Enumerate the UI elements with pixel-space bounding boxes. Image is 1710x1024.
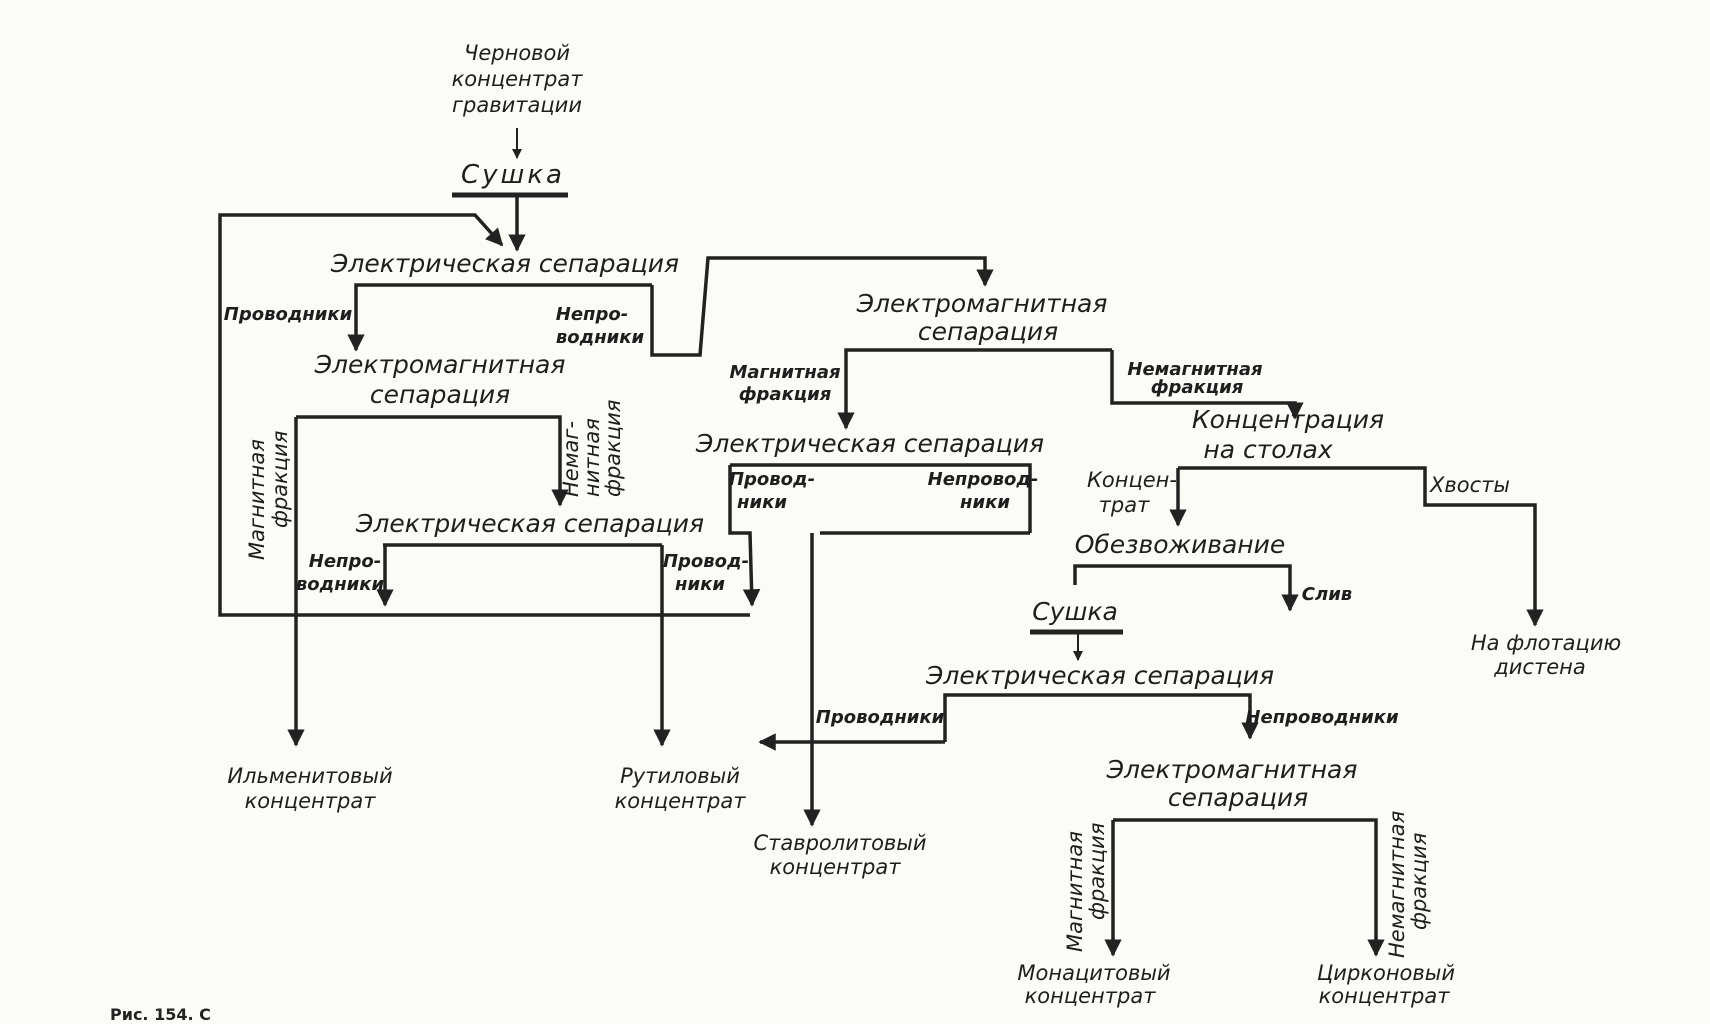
input-label-line3: гравитации (452, 93, 582, 117)
overflow-label: Слив (1302, 584, 1352, 605)
conductors4-label: Проводники (816, 707, 945, 728)
staurolite-line2: концентрат (770, 855, 902, 879)
nonconductors3-line2: ники (960, 492, 1010, 513)
nonmagfrac3-line2: фракция (1407, 833, 1431, 930)
dewatering-label: Обезвоживание (1075, 530, 1286, 559)
table-conc-line2: трат (1099, 493, 1150, 517)
nonconductors2-line2: водники (296, 574, 385, 595)
flow-elsep3-conductors (728, 465, 761, 607)
nonmagfrac2-line1: Немагнитная (1127, 359, 1263, 380)
nonconductors3-line1: Непровод- (928, 469, 1039, 490)
emsep2-line2: сепарация (918, 317, 1058, 346)
input-label-line1: Черновой (464, 41, 570, 65)
staurolite-line1: Ставролитовый (753, 831, 926, 855)
nonconductors1-line2: водники (556, 327, 645, 348)
rutile-line2: концентрат (615, 789, 747, 813)
nonconductors4-label: Непроводники (1245, 707, 1399, 728)
magfrac3-line2: фракция (1085, 823, 1109, 920)
rutile-line1: Рутиловый (620, 764, 740, 788)
ilmenite-line1: Ильменитовый (227, 764, 392, 788)
flow-elsep4-split (943, 693, 1259, 742)
nonmagfrac1-line1: Немаг- (559, 421, 583, 497)
emsep1-line2: сепарация (370, 380, 510, 409)
zircon-line1: Цирконовый (1317, 961, 1455, 985)
drying2-label: Сушка (1032, 597, 1118, 626)
flow-emsep3-split (1113, 818, 1385, 957)
flow-tables-bar (1178, 466, 1544, 627)
elsep4-label: Электрическая сепарация (925, 661, 1274, 690)
magfrac1-line1: Магнитная (245, 439, 269, 560)
zircon-line2: концентрат (1319, 984, 1451, 1008)
conductors3-line1: Провод- (729, 469, 815, 490)
flotation-line1: На флотацию (1471, 631, 1621, 655)
flow-dewatering-split (1073, 564, 1299, 612)
flow-elsep1-conductors (347, 283, 652, 352)
labels: Черновой концентрат гравитации Сушка Эле… (224, 41, 1621, 1008)
figure-caption: Рис. 154. С (110, 1005, 211, 1024)
drying1-label: Сушка (461, 160, 565, 190)
nonmagfrac2-line2: фракция (1151, 377, 1244, 398)
tables-line1: Концентрация (1192, 405, 1384, 434)
magfrac2-line2: фракция (739, 384, 832, 405)
nonconductors2-line1: Непро- (309, 551, 381, 572)
emsep2-line1: Электромагнитная (856, 289, 1108, 318)
magfrac3-line1: Магнитная (1063, 831, 1087, 952)
tables-line2: на столах (1203, 435, 1333, 464)
conductors1-label: Проводники (224, 304, 353, 325)
conductors2-line2: ники (675, 574, 725, 595)
flotation-line2: дистена (1493, 655, 1585, 679)
magfrac2-line1: Магнитная (729, 362, 841, 383)
flow-elsep3-box (730, 463, 1032, 533)
nonmagfrac3-line1: Немагнитная (1385, 811, 1409, 958)
emsep1-line1: Электромагнитная (314, 350, 566, 379)
elsep3-label: Электрическая сепарация (695, 429, 1044, 458)
monazite-line2: концентрат (1025, 984, 1157, 1008)
nonmagfrac1-line2: нитная (580, 418, 604, 497)
emsep3-line2: сепарация (1168, 783, 1308, 812)
flow-emsep2-magnetic (837, 348, 1112, 430)
input-label-line2: концентрат (452, 67, 584, 91)
monazite-line1: Монацитовый (1017, 961, 1170, 985)
flow-emsep1-split (296, 415, 569, 507)
emsep3-line1: Электромагнитная (1106, 755, 1358, 784)
flow-emsep2-nonmagnetic (1110, 350, 1304, 420)
flow-recycle-loop (218, 213, 750, 617)
conductors3-line2: ники (737, 492, 787, 513)
elsep1-label: Электрическая сепарация (330, 249, 679, 278)
flow-lines (218, 128, 1544, 957)
magfrac1-line2: фракция (268, 431, 292, 528)
conductors2-line1: Провод- (663, 551, 749, 572)
elsep2-label: Электрическая сепарация (355, 509, 704, 538)
flow-elsep1-nonconductors (650, 256, 994, 357)
tailings-label: Хвосты (1429, 473, 1510, 497)
nonmagfrac1-line3: фракция (601, 400, 625, 497)
ilmenite-line2: концентрат (245, 789, 377, 813)
nonconductors1-line1: Непро- (556, 304, 628, 325)
table-conc-line1: Концен- (1087, 468, 1177, 492)
